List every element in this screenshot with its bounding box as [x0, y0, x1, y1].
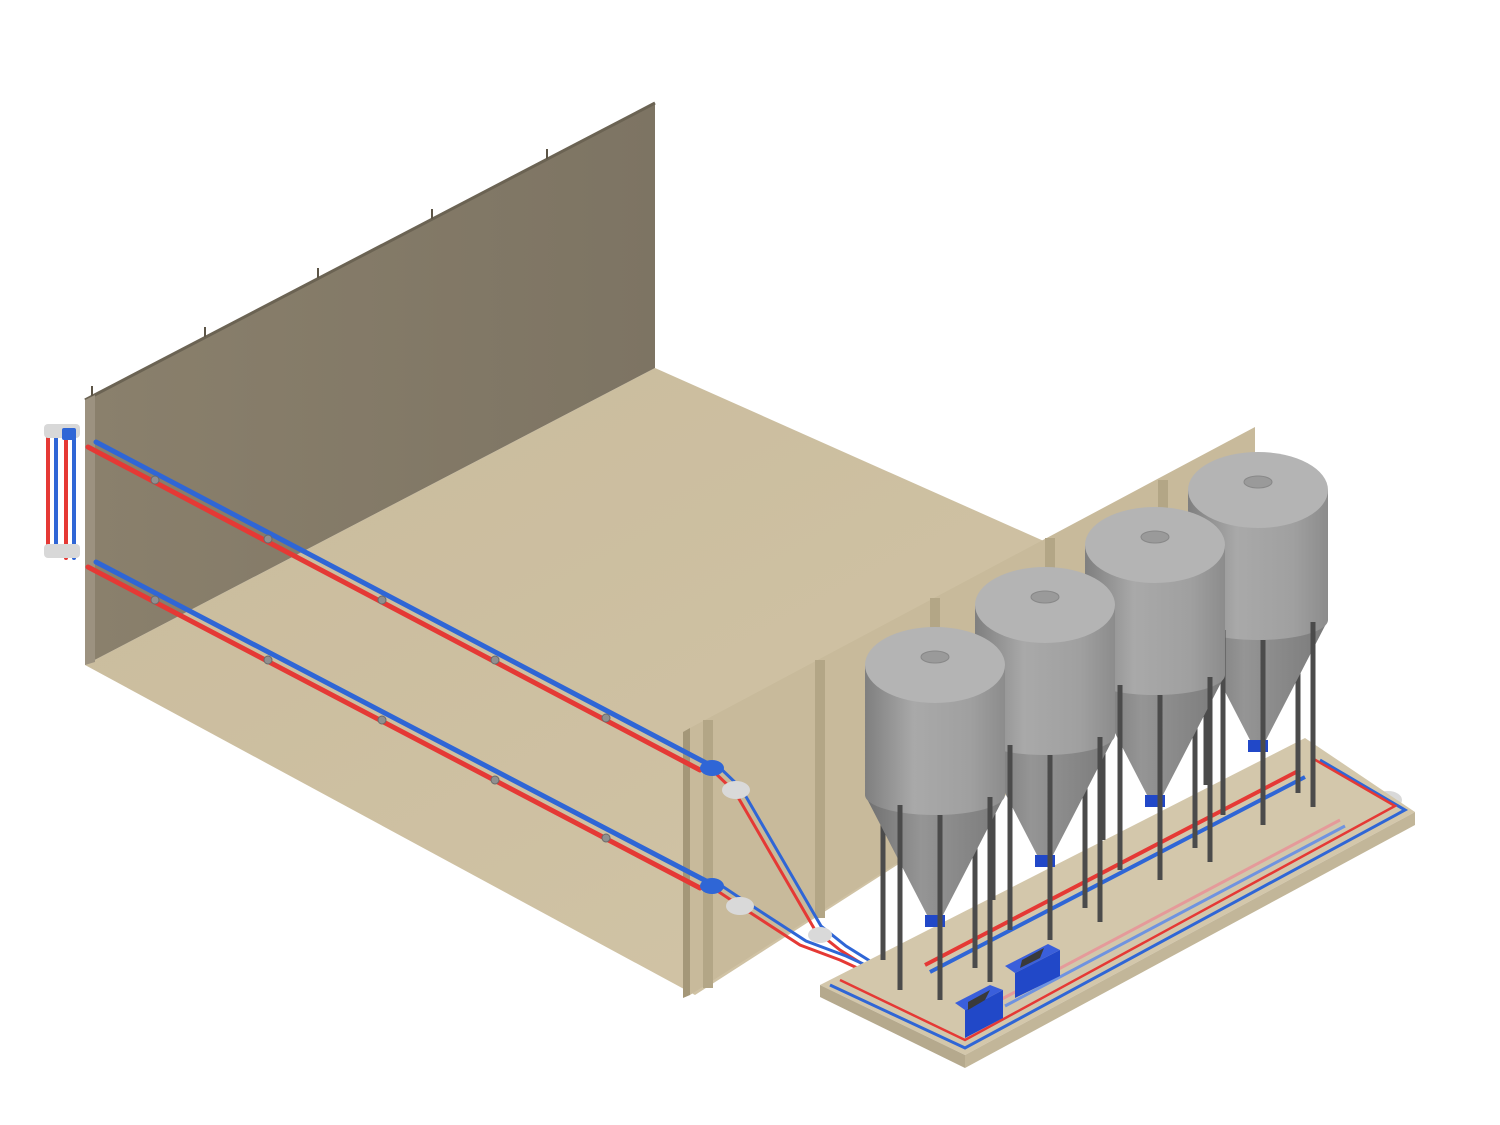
- silo-roof: [1085, 507, 1225, 583]
- barn-floor: [85, 368, 1255, 995]
- silo-hatch: [1243, 475, 1273, 489]
- drive-unit-2: [1005, 944, 1060, 998]
- silo-3: [1085, 507, 1225, 880]
- drive-units: [955, 944, 1060, 1038]
- silo-hatch: [920, 650, 950, 664]
- silo-body: [865, 665, 1005, 815]
- silo-1: [865, 627, 1005, 1000]
- silo-2: [975, 567, 1115, 940]
- barn-front-wall-edge: [683, 728, 690, 998]
- silo-hatch: [1140, 530, 1170, 544]
- silos: [865, 452, 1328, 1000]
- fitting-lower: [700, 878, 724, 894]
- silo-platform: [820, 738, 1415, 1068]
- drive-unit-1: [955, 985, 1003, 1038]
- silo-body: [975, 605, 1115, 755]
- barn-back-wall: [85, 103, 655, 665]
- fitting-upper: [700, 760, 724, 776]
- silo-hatch: [1030, 590, 1060, 604]
- silo-roof: [975, 567, 1115, 643]
- silo-roof: [865, 627, 1005, 703]
- barn-wall-top-edge: [84, 101, 656, 402]
- barn-end-wall: [85, 395, 95, 665]
- silo-body: [1085, 545, 1225, 695]
- wall-top-posts: [91, 149, 548, 396]
- silo-roof: [1188, 452, 1328, 528]
